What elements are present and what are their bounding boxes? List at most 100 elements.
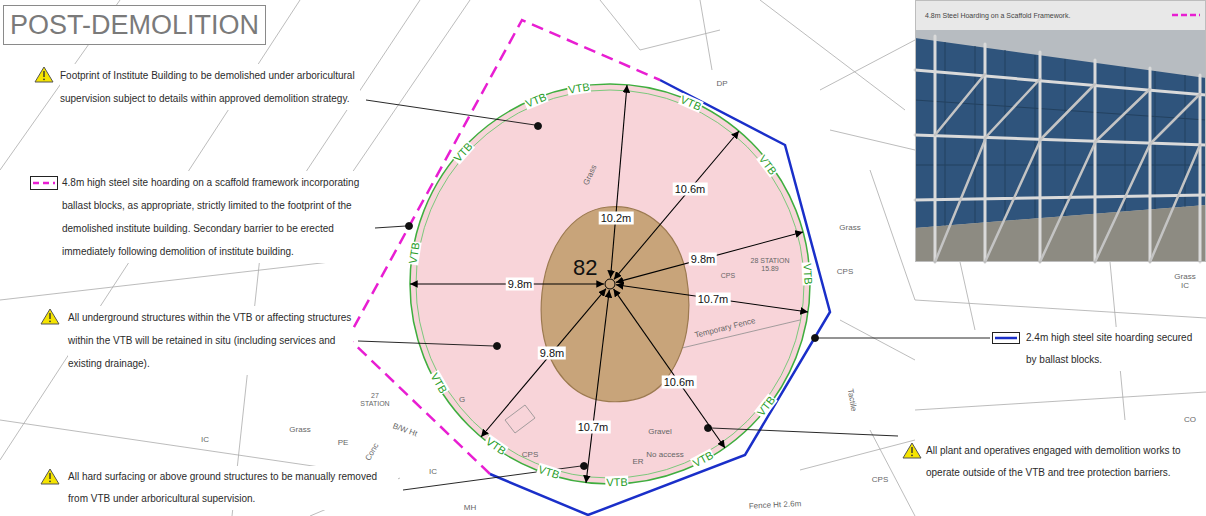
note-holder: Footprint of Institute Building to be de… (60, 64, 360, 110)
map-annotation: CO (1184, 415, 1196, 424)
leader-line (358, 341, 494, 346)
leader-line (818, 338, 990, 339)
vtb-holder: VTB (677, 93, 703, 113)
vtb-holder: VTB (536, 463, 562, 482)
vtb-holder: VTB (756, 152, 780, 178)
map-annotation: CPS (522, 450, 538, 459)
map-label-holder: Grass (581, 163, 598, 186)
leader-dot (494, 343, 501, 350)
steel-hoarding-2-4m (490, 80, 830, 515)
radius-dimension (611, 85, 628, 278)
map-annotation: 27 STATION (358, 392, 392, 408)
warning-mark (43, 71, 44, 77)
dimension-holder: 9.8m (538, 347, 566, 360)
vtb-holder: VTB (407, 241, 423, 266)
warning-mark (911, 447, 912, 453)
panel-joint (975, 46, 976, 223)
warning-triangle-shape (41, 309, 59, 324)
scaffold-brace (1095, 144, 1150, 262)
swatch-frame (993, 333, 1020, 344)
map-label-holder: IC (201, 435, 209, 444)
map-label-holder: Grass (839, 223, 860, 232)
vtb-label: VTB (677, 93, 703, 113)
map-line (0, 420, 340, 470)
map-label-holder: Grass IC (1172, 272, 1198, 290)
map-label-holder: 28 STATION 15.89 (748, 257, 792, 273)
map-line (600, 0, 720, 50)
map-label-holder: Gravel (648, 427, 672, 436)
dimension-holder: 10.2m (599, 212, 634, 225)
note-holder: All hard surfacing or above ground struc… (68, 466, 398, 510)
vtb-label: VTB (801, 262, 814, 286)
dimension-holder: 10.7m (576, 421, 611, 434)
map-label-holder: DP (716, 79, 727, 88)
dimension-holder: 10.6m (662, 376, 697, 389)
dimension-holder: 9.8m (689, 253, 717, 266)
warning-mark (49, 313, 50, 319)
map-label-holder: Conc (363, 442, 380, 463)
map-label-holder: No access (646, 450, 683, 459)
photo-caption: 4.8m Steel Hoarding on a Scaffold Framew… (925, 11, 1070, 20)
vtb-holder: VTB (451, 139, 476, 164)
warning-mark (43, 78, 45, 80)
map-label-holder: Tactile (846, 388, 859, 412)
vtb-zone (410, 84, 810, 484)
legend-text-holder: 4.8m high steel site hoarding on a scaff… (62, 171, 370, 263)
scaffold-brace (1040, 143, 1095, 262)
map-annotation: Temporary Fence (694, 316, 757, 340)
vtb-label: VTB (754, 393, 778, 419)
dimension-label: 9.8m (538, 347, 566, 360)
leader-dot (581, 463, 588, 470)
map-annotation: Fence Ht 2.6m (749, 499, 802, 511)
legend-swatch (30, 176, 58, 190)
scaffold-brace (1150, 145, 1200, 262)
hoarding-photo (915, 0, 1206, 262)
scaffold-brace (935, 140, 985, 262)
map-annotation: Gravel (648, 427, 672, 436)
legend-text: 2.4m high steel site hoarding secured by… (1026, 327, 1194, 371)
map-annotation: 28 STATION 15.89 (748, 257, 792, 273)
map-label-holder: CPS (872, 475, 888, 484)
scaffold-brace (985, 79, 1040, 138)
map-line (840, 320, 915, 360)
warning-note: All underground structures within the VT… (68, 306, 353, 375)
map-label-holder: CPS (721, 272, 735, 280)
warning-note: All hard surfacing or above ground struc… (68, 466, 398, 510)
inspection-chamber (505, 405, 535, 433)
vtb-holder: VTB (483, 435, 509, 458)
dimension-label: 10.6m (662, 376, 697, 389)
warning-note: All plant and operatives engaged with de… (926, 440, 1200, 484)
photo-sky (915, 30, 1206, 262)
vtb-label: VTB (523, 90, 549, 110)
map-annotation: PE (338, 438, 349, 447)
scaffold-brace (935, 74, 985, 135)
map-annotation: IC (201, 435, 209, 444)
map-label-holder: CO (1184, 415, 1196, 424)
scaffold-ledger (915, 195, 1206, 200)
swatch-line (33, 182, 55, 185)
vtb-label: VTB (567, 81, 592, 97)
map-line (960, 262, 975, 330)
photo-inset: 4.8m Steel Hoarding on a Scaffold Framew… (915, 0, 1206, 262)
radius-dimension (586, 290, 609, 483)
scaffold-ledger (915, 70, 1206, 95)
dimension-label: 10.7m (696, 293, 731, 306)
map-annotation: CPS (721, 272, 735, 280)
warning-note: Footprint of Institute Building to be de… (60, 64, 360, 110)
dimension-label: 9.8m (506, 278, 534, 291)
photo-caption-strip (915, 0, 1206, 30)
leader-line (375, 226, 406, 228)
swatch-frame (31, 177, 58, 190)
map-annotation: Tactile (846, 388, 859, 412)
panel-joint (915, 165, 1206, 166)
map-annotation: MH (464, 503, 476, 512)
note-holder: All underground structures within the VT… (68, 306, 353, 375)
map-annotation: Conc (363, 442, 380, 463)
warning-triangle-shape (41, 469, 59, 484)
panel-joint (1005, 50, 1006, 221)
map-annotation: Grass IC (1172, 272, 1198, 290)
radius-dimension (616, 285, 808, 312)
map-annotation: DP (716, 79, 727, 88)
